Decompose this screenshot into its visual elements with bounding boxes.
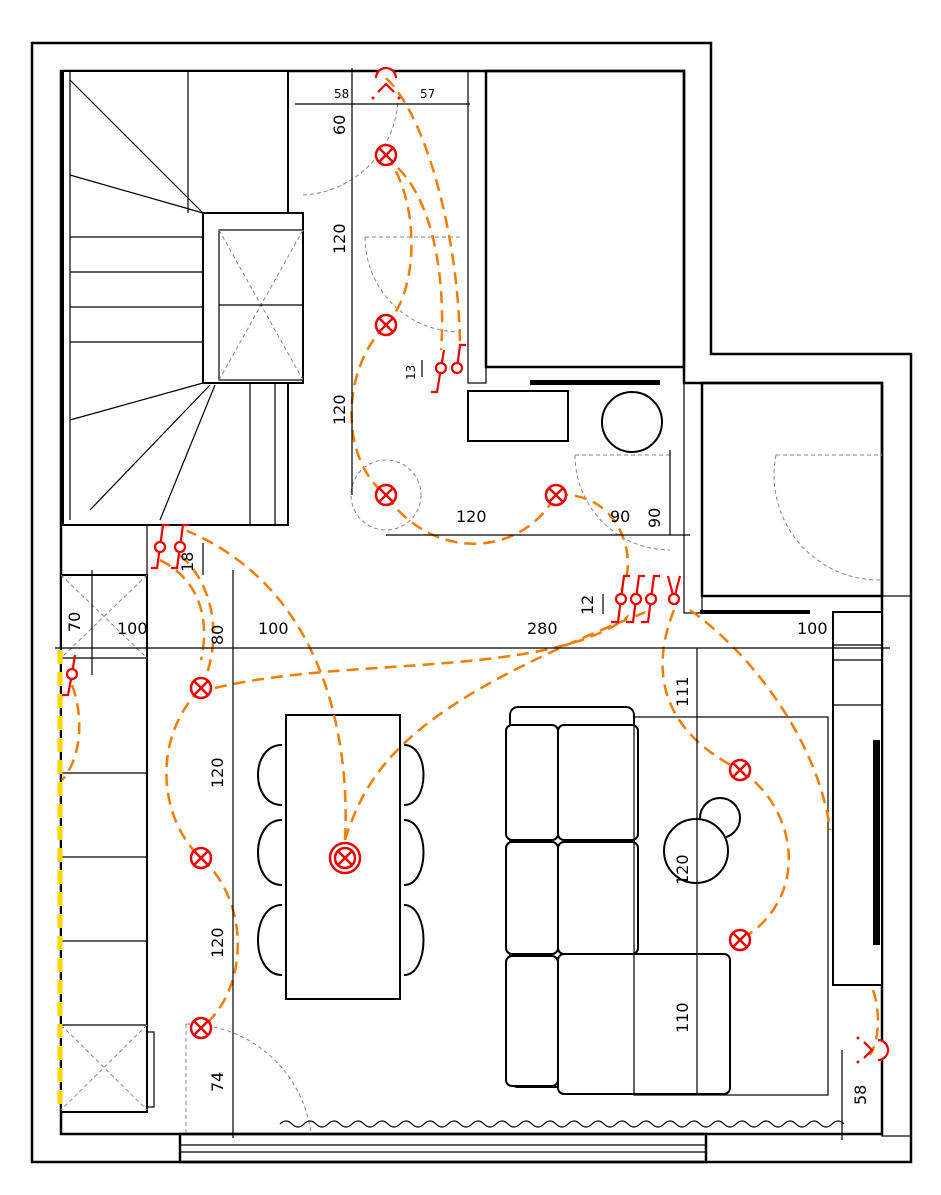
dim-label: 120 (673, 854, 692, 885)
dim-label: 111 (673, 676, 692, 707)
outlet-icon (371, 66, 401, 100)
dim-label: 120 (330, 223, 349, 254)
dim-label: 80 (208, 625, 227, 645)
walls (30, 41, 913, 1164)
dim-label: 58 (851, 1085, 870, 1105)
dim-label: 90 (645, 508, 664, 528)
dim-label: 60 (330, 115, 349, 135)
switch-icon (431, 349, 448, 394)
switch-icon (62, 654, 79, 697)
dim-label: 120 (456, 507, 487, 526)
ceiling-light-icon (728, 928, 752, 952)
ceiling-lights (189, 143, 752, 1040)
ceiling-light-icon (728, 758, 752, 782)
dim-label: 57 (420, 87, 435, 101)
light-switches (62, 343, 682, 697)
switch-icon (666, 575, 682, 606)
ceiling-light-icon (374, 143, 398, 167)
switch-icon (641, 574, 660, 624)
ceiling-light-icon (374, 483, 398, 507)
dim-label: 110 (673, 1002, 692, 1033)
switch-icon (611, 574, 630, 624)
dim-label: 90 (610, 507, 630, 526)
switch-icon (450, 343, 466, 375)
switch-icon (626, 574, 645, 624)
dim-label: 280 (527, 619, 558, 638)
dim-label: 120 (330, 394, 349, 425)
staircase (62, 70, 304, 526)
switch-icon (171, 523, 189, 570)
ceiling-light-icon (189, 676, 213, 700)
dim-label: 100 (797, 619, 828, 638)
switch-icon (151, 523, 169, 570)
ceiling-light-icon (189, 846, 213, 870)
outlet-icon (856, 1036, 890, 1064)
dim-label: 74 (208, 1072, 227, 1092)
dim-label: 70 (65, 612, 84, 632)
dimension-lines (55, 68, 890, 1140)
dim-label: 100 (117, 619, 148, 638)
dim-label: 13 (404, 365, 418, 380)
dim-label: 120 (208, 927, 227, 958)
chairs (257, 744, 425, 976)
ceiling-light-icon (544, 483, 568, 507)
pendant-light-icon (328, 841, 362, 875)
dim-label: 120 (208, 757, 227, 788)
dim-label: 100 (258, 619, 289, 638)
ceiling-light-icon (374, 313, 398, 337)
furniture (60, 380, 883, 1128)
dim-label: 58 (334, 87, 349, 101)
wall-outlets (371, 66, 890, 1064)
ceiling-light-icon (189, 1016, 213, 1040)
dimension-labels: 58 57 60 120 120 13 120 90 90 18 12 70 1… (65, 87, 870, 1105)
dim-label: 18 (178, 552, 197, 572)
dim-label: 12 (578, 595, 597, 615)
sofa (505, 706, 731, 1095)
